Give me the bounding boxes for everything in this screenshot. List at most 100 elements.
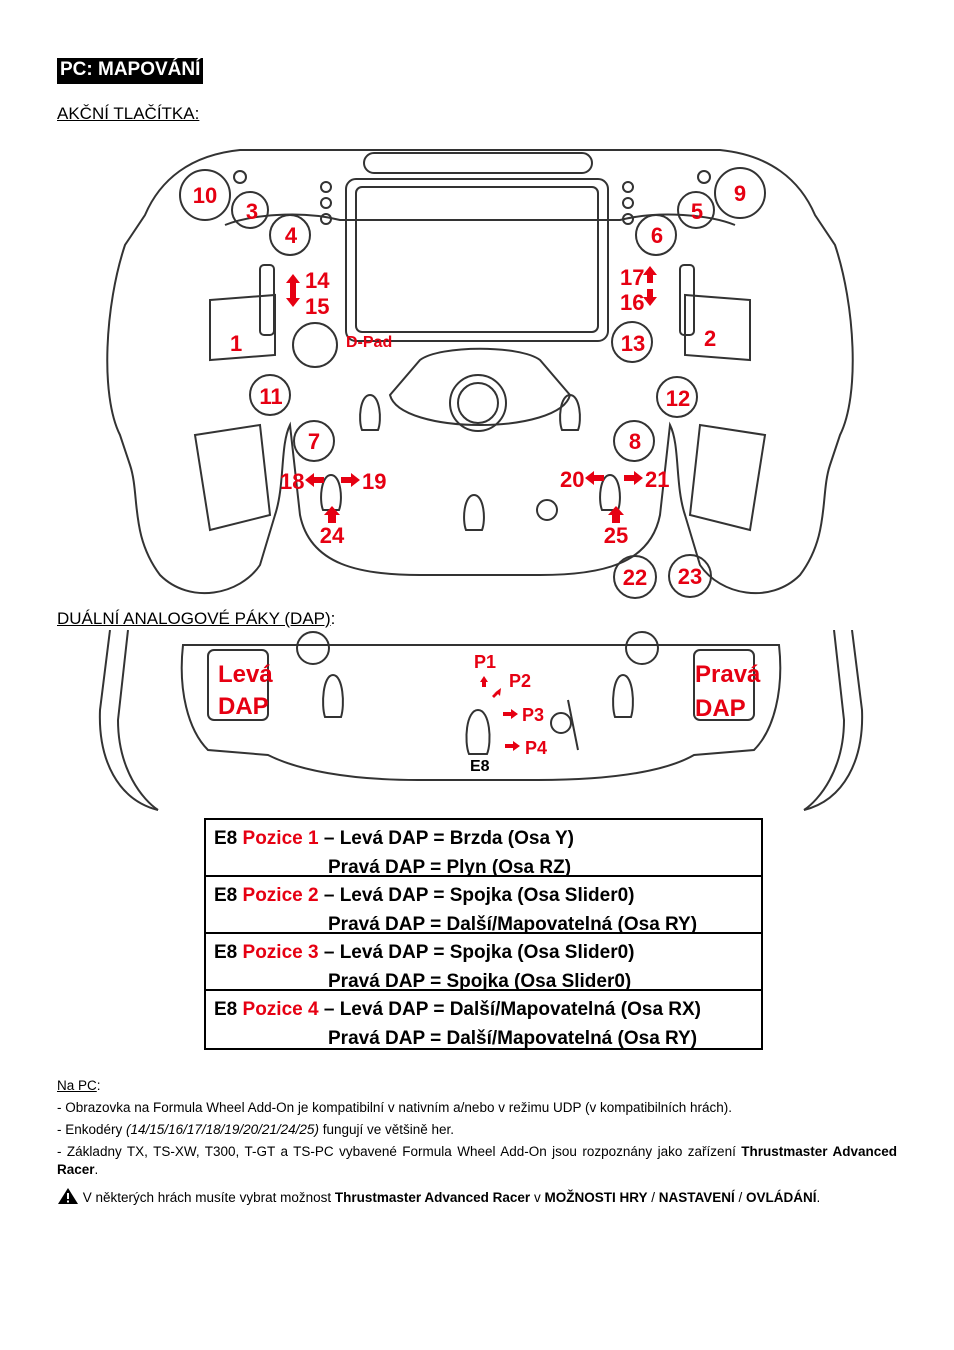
button-21-label: 21	[645, 467, 669, 492]
dap-left-label-1: Levá	[218, 661, 273, 688]
arrow-left-icon	[305, 473, 324, 487]
dap-title-text: DUÁLNÍ ANALOGOVÉ PÁKY (DAP)	[57, 609, 331, 628]
p3-label: P3	[522, 705, 544, 725]
p1-label: P1	[474, 652, 496, 672]
row-position: Pozice 1	[242, 828, 319, 849]
dap-title: DUÁLNÍ ANALOGOVÉ PÁKY (DAP):	[57, 609, 335, 629]
warning-a: V některých hrách musíte vybrat možnost	[79, 1190, 335, 1205]
warning-end: .	[816, 1190, 821, 1205]
arrow-right-icon	[505, 741, 520, 751]
warning-icon	[58, 1188, 78, 1204]
button-20-label: 20	[560, 467, 584, 492]
note-line-2: - Enkodéry (14/15/16/17/18/19/20/21/24/2…	[57, 1121, 897, 1139]
warning-device: Thrustmaster Advanced Racer	[334, 1190, 531, 1205]
arrow-down-icon	[286, 290, 300, 307]
button-14-label: 14	[305, 268, 330, 293]
button-22-label: 22	[623, 565, 647, 590]
note-line-2-c: fungují ve většině her.	[318, 1122, 455, 1137]
table-row: E8 Pozice 2 – Levá DAP = Spojka (Osa Sli…	[206, 877, 761, 935]
arrow-left-icon	[585, 471, 604, 485]
table-row: E8 Pozice 4 – Levá DAP = Další/Mapovatel…	[206, 991, 761, 1049]
page-heading: PC: MAPOVÁNÍ	[57, 58, 204, 84]
pc-notes: Na PC: - Obrazovka na Formula Wheel Add-…	[57, 1077, 897, 1211]
button-11-label: 11	[259, 384, 282, 409]
button-16-label: 16	[620, 290, 644, 315]
row-right-mapping: Pravá DAP = Další/Mapovatelná (Osa RY)	[328, 914, 698, 935]
button-10-label: 10	[193, 183, 217, 208]
notes-heading: Na PC:	[57, 1077, 897, 1095]
warning-game-options: MOŽNOSTI HRY	[544, 1190, 648, 1205]
button-13-label: 13	[621, 331, 645, 356]
note-line-3-a: - Základny TX, TS-XW, T300, T-GT a TS-PC…	[57, 1144, 742, 1159]
table-row: E8 Pozice 3 – Levá DAP = Spojka (Osa Sli…	[206, 934, 761, 992]
notes-heading-colon: :	[96, 1078, 101, 1093]
button-19-label: 19	[362, 469, 386, 494]
button-23-label: 23	[678, 564, 702, 589]
arrow-up-icon	[324, 506, 340, 523]
row-prefix: E8	[214, 942, 243, 963]
row-position: Pozice 4	[242, 999, 319, 1020]
note-line-3: - Základny TX, TS-XW, T300, T-GT a TS-PC…	[57, 1143, 897, 1179]
p4-label: P4	[525, 738, 547, 758]
arrow-up-icon	[286, 274, 300, 291]
button-2-label: 2	[704, 326, 716, 351]
button-6-label: 6	[651, 223, 663, 248]
arrow-right-icon	[503, 709, 518, 719]
dap-left-label-2: DAP	[218, 693, 269, 720]
row-left-mapping: – Levá DAP = Další/Mapovatelná (Osa RX)	[318, 999, 702, 1020]
row-left-mapping: – Levá DAP = Brzda (Osa Y)	[318, 828, 574, 849]
row-prefix: E8	[214, 999, 243, 1020]
p2-label: P2	[509, 671, 531, 691]
arrow-right-icon	[624, 471, 643, 485]
dap-right-label-1: Pravá	[695, 661, 761, 688]
button-24-label: 24	[320, 523, 345, 548]
arrow-up-icon	[608, 506, 624, 523]
action-buttons-title: AKČNÍ TLAČÍTKA:	[57, 104, 200, 123]
dpad-label: D-Pad	[346, 334, 392, 351]
note-line-1: - Obrazovka na Formula Wheel Add-On je k…	[57, 1100, 733, 1115]
warning-sep-1: /	[647, 1190, 659, 1205]
row-prefix: E8	[214, 885, 243, 906]
e8-label: E8	[470, 758, 490, 775]
button-17-label: 17	[620, 265, 644, 290]
dap-right-label-2: DAP	[695, 695, 746, 722]
button-18-label: 18	[280, 469, 304, 494]
button-9-label: 9	[734, 181, 746, 206]
warning-c: v	[530, 1190, 545, 1205]
arrow-up-icon	[480, 676, 488, 687]
row-position: Pozice 3	[242, 942, 319, 963]
row-prefix: E8	[214, 828, 243, 849]
row-right-mapping: Pravá DAP = Další/Mapovatelná (Osa RY)	[328, 1028, 698, 1049]
button-25-label: 25	[604, 523, 628, 548]
dap-mapping-table: E8 Pozice 1 – Levá DAP = Brzda (Osa Y) P…	[204, 818, 763, 1050]
row-left-mapping: – Levá DAP = Spojka (Osa Slider0)	[318, 942, 635, 963]
button-7-label: 7	[308, 429, 320, 454]
notes-heading-text: Na PC	[57, 1078, 97, 1093]
button-5-label: 5	[691, 199, 703, 224]
row-position: Pozice 2	[242, 885, 319, 906]
dap-title-colon: :	[330, 609, 336, 628]
button-8-label: 8	[629, 429, 641, 454]
wheel-diagram: 10 3 4 9 5 6 14 15 17 16 1 2 D-Pad 13 11…	[106, 149, 854, 599]
row-left-mapping: – Levá DAP = Spojka (Osa Slider0)	[318, 885, 635, 906]
arrow-up-right-icon	[492, 688, 501, 698]
warning-controls: OVLÁDÁNÍ	[746, 1190, 817, 1205]
note-line-3-c: .	[94, 1162, 99, 1177]
arrow-right-icon	[341, 473, 360, 487]
row-right-mapping: Pravá DAP = Plyn (Osa RZ)	[328, 857, 572, 878]
button-4-label: 4	[285, 223, 298, 248]
button-12-label: 12	[666, 386, 690, 411]
note-line-2-a: - Enkodéry	[57, 1122, 127, 1137]
dap-diagram: Levá DAP Pravá DAP P1 P2 P3 P4 E8	[98, 630, 864, 811]
warning-settings: NASTAVENÍ	[658, 1190, 735, 1205]
arrow-up-icon	[643, 266, 657, 283]
warning-sep-2: /	[734, 1190, 746, 1205]
button-15-label: 15	[305, 294, 329, 319]
table-row: E8 Pozice 1 – Levá DAP = Brzda (Osa Y) P…	[206, 820, 761, 878]
button-3-label: 3	[246, 199, 258, 224]
button-1-label: 1	[230, 331, 242, 356]
arrow-down-icon	[643, 289, 657, 306]
note-line-3-device: Thrustmaster Advanced Racer	[57, 1144, 897, 1177]
note-line-2-encoders: (14/15/16/17/18/19/20/21/24/25)	[126, 1122, 319, 1137]
row-right-mapping: Pravá DAP = Spojka (Osa Slider0)	[328, 971, 632, 992]
